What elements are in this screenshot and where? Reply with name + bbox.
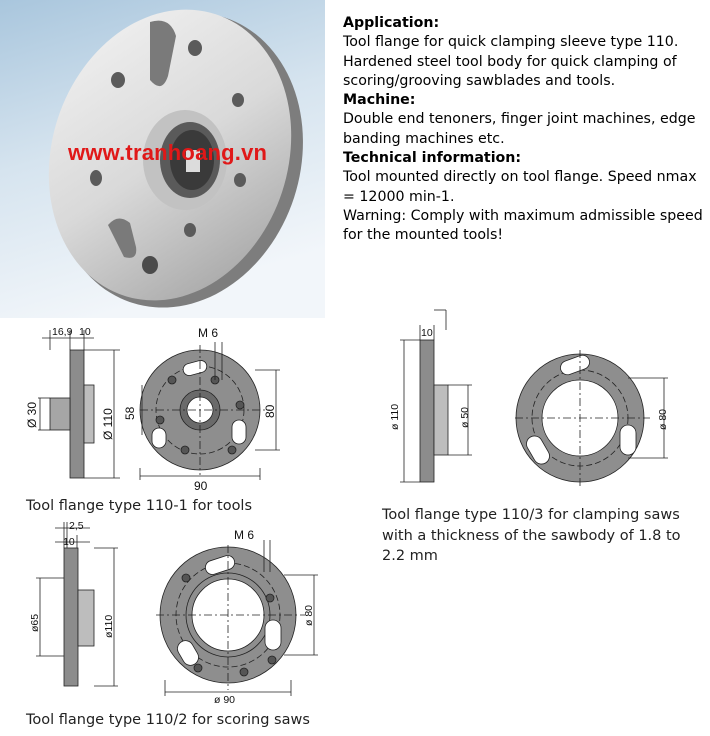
technical-text-2: Warning: Comply with maximum admissible … xyxy=(343,207,703,244)
dim-m6: M 6 xyxy=(234,528,254,542)
caption-110-1: Tool flange type 110-1 for tools xyxy=(26,498,253,514)
technical-heading: Technical information: xyxy=(343,150,522,167)
caption-110-3: Tool flange type 110/3 for clamping saws… xyxy=(382,507,681,564)
application-heading: Application: xyxy=(343,15,440,31)
dim-10: 10 xyxy=(79,326,91,338)
dim-d80: ø 80 xyxy=(657,409,669,430)
drawing-110-3: 10 ø 110 ø 50 ø 80 xyxy=(389,309,669,488)
drawing-110-2: 2,5 10 ø65 ø110 M 6 ø 80 ø 90 xyxy=(29,520,318,706)
dim-d30: Ø 30 xyxy=(25,402,39,428)
dim-58: 58 xyxy=(123,406,137,420)
dim-d50: ø 50 xyxy=(459,407,471,428)
dim-90: 90 xyxy=(194,479,208,493)
machine-heading: Machine: xyxy=(343,92,416,109)
dim-m6: M 6 xyxy=(198,326,218,340)
dim-d65: ø65 xyxy=(29,614,41,632)
technical-text-1: Tool mounted directly on tool flange. Sp… xyxy=(343,169,697,205)
dim-d80: ø 80 xyxy=(303,605,315,626)
dim-d110: ø110 xyxy=(103,615,115,638)
dim-80: 80 xyxy=(263,404,277,418)
dim-16-9: 16,9 xyxy=(52,326,73,338)
watermark-text: www.tranhoang.vn xyxy=(68,140,268,165)
drawing-110-1: 16,9 10 Ø 30 Ø 110 M 6 58 80 90 xyxy=(25,326,280,493)
caption-110-2: Tool flange type 110/2 for scoring saws xyxy=(26,712,310,728)
application-text: Tool flange for quick clamping sleeve ty… xyxy=(343,34,679,89)
machine-text: Double end tenoners, finger joint machin… xyxy=(343,111,696,147)
dim-10: 10 xyxy=(63,536,75,548)
dim-d90: ø 90 xyxy=(214,694,235,706)
dim-d110: ø 110 xyxy=(389,404,401,430)
product-photo xyxy=(0,0,325,318)
specification-text: Application: Tool flange for quick clamp… xyxy=(343,14,708,246)
dim-d110: Ø 110 xyxy=(101,408,115,440)
dim-10: 10 xyxy=(421,327,433,339)
dim-2-5: 2,5 xyxy=(69,520,84,532)
